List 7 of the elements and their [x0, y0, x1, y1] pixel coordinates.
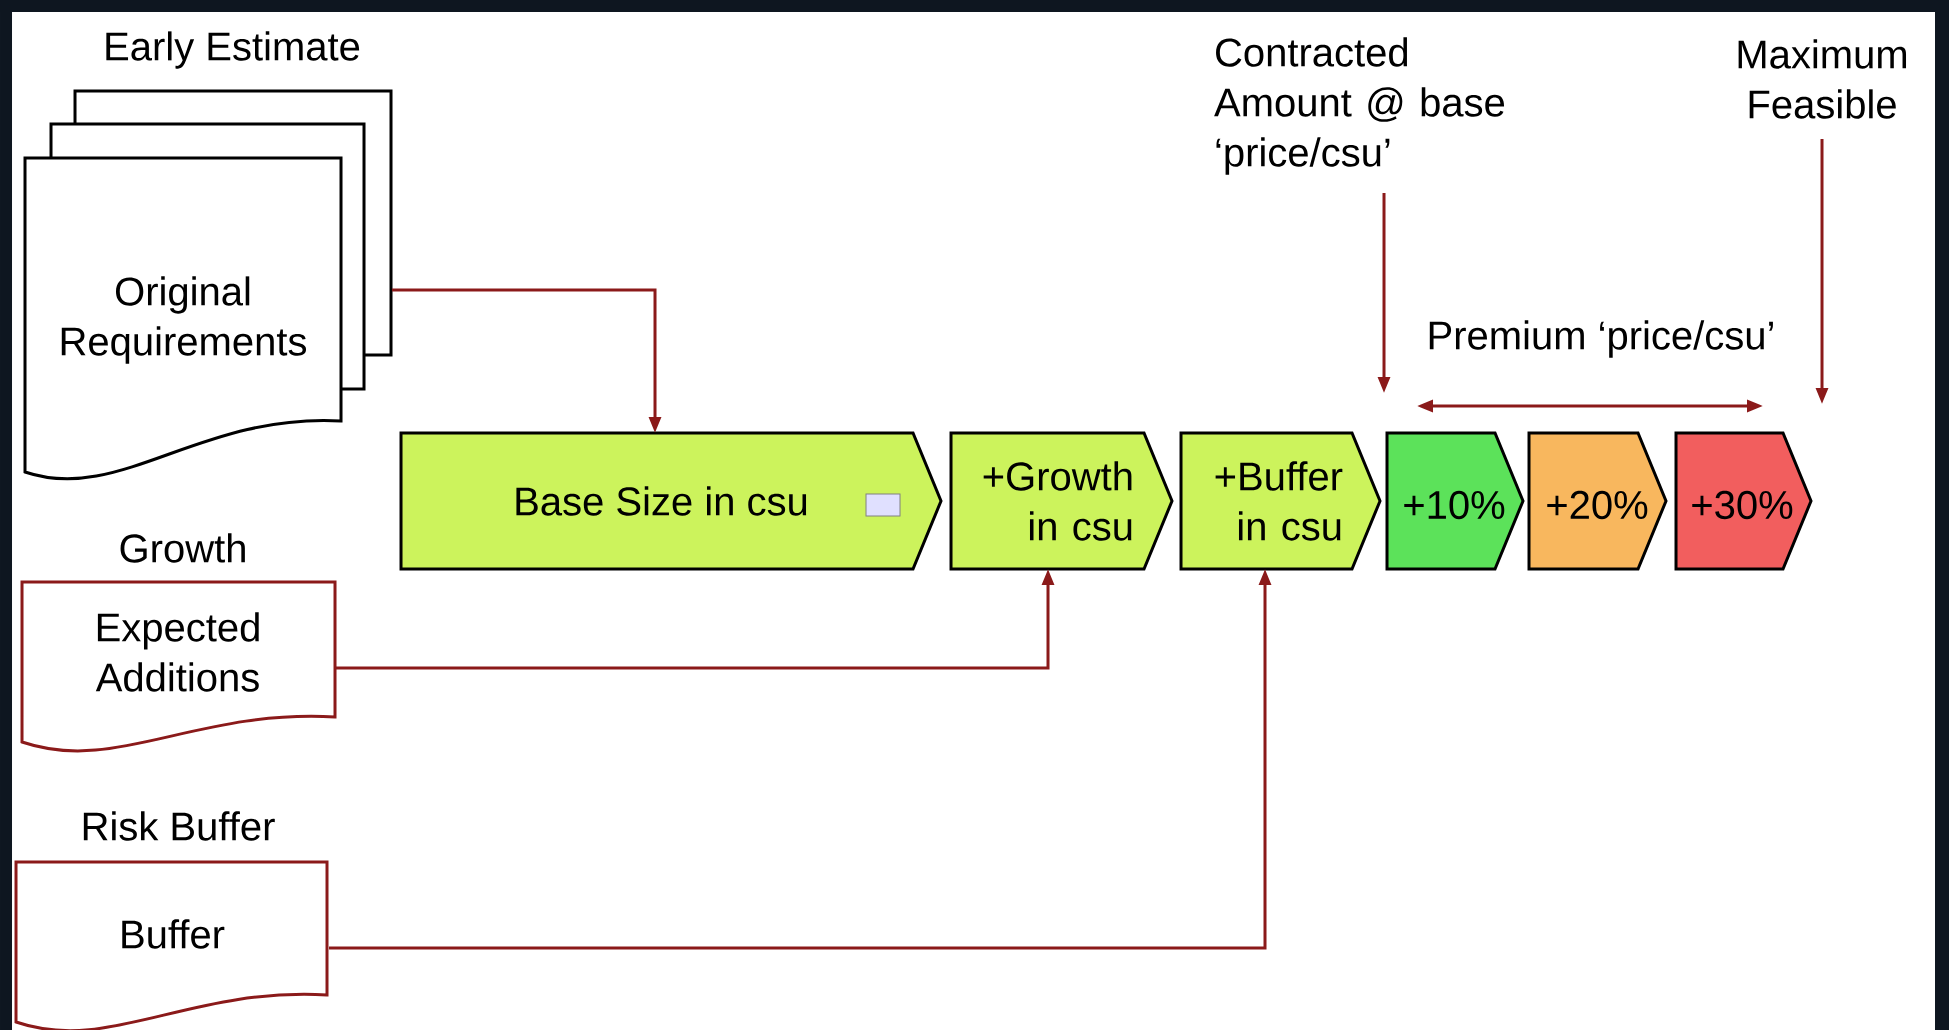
callout-text: Maximum Feasible: [1738, 39, 1906, 119]
document-stack: Early Estimate Original Requirements: [23, 31, 393, 481]
callout-text: Contracted Amount @ base ‘price/csu’: [1214, 37, 1505, 175]
node-label: Risk Buffer: [83, 811, 275, 841]
node-label: Early Estimate: [106, 31, 360, 69]
node-label: Growth: [120, 533, 245, 563]
range-label: Premium ‘price/csu’: [1429, 320, 1773, 358]
